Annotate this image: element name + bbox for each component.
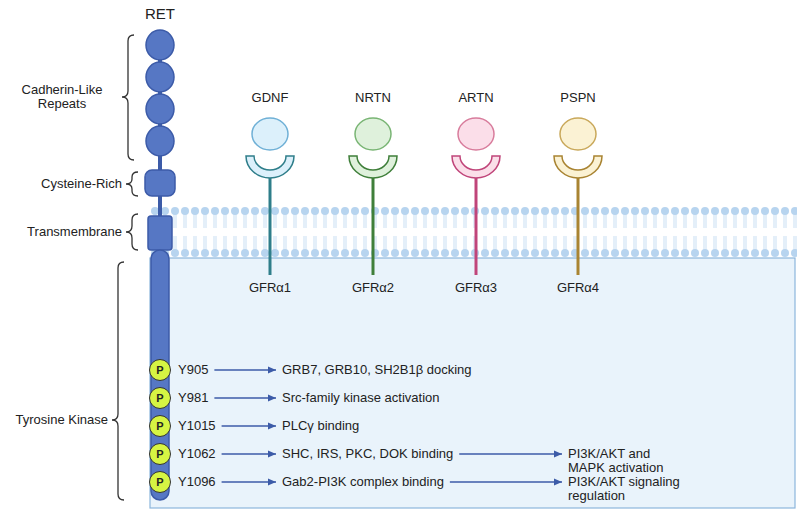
- coreceptor: GFRα3: [436, 150, 516, 300]
- phospho-site: P: [149, 387, 171, 409]
- coreceptor: GFRα1: [230, 150, 310, 300]
- domain-label: Tyrosine Kinase: [16, 413, 109, 427]
- residue-label: Y1096: [178, 475, 216, 489]
- effector-label: PLCγ binding: [282, 419, 359, 433]
- node-text: PSPN: [538, 90, 618, 106]
- residue-label: Y1015: [178, 419, 216, 433]
- ligand-circle: ARTN: [436, 90, 516, 152]
- residue-label: Y981: [178, 391, 208, 405]
- effector-label: Gab2-PI3K complex binding: [282, 475, 444, 489]
- domain-bracket: [112, 35, 138, 500]
- node-text: P: [156, 477, 163, 488]
- coreceptor-shape: [333, 150, 413, 278]
- node-text: GFRα2: [333, 280, 413, 296]
- pointer-arrow: [450, 481, 562, 482]
- pointer-arrow: [214, 397, 276, 398]
- domain-label: Transmembrane: [27, 225, 122, 239]
- coreceptor-shape: [230, 150, 310, 278]
- domain-label: Cadherin-Like Repeats: [7, 83, 117, 111]
- node-text: P: [156, 421, 163, 432]
- residue-label: Y1062: [178, 447, 216, 461]
- node-text: GFRα3: [436, 280, 516, 296]
- ligand-shape: [436, 116, 516, 152]
- pointer-arrow: [459, 453, 562, 454]
- residue-label: Y905: [178, 363, 208, 377]
- pointer-arrow: [214, 369, 276, 370]
- node-text: GFRα4: [538, 280, 618, 296]
- ligand-circle: NRTN: [333, 90, 413, 152]
- ret-receptor: [145, 30, 175, 500]
- ligand-shape: [538, 116, 618, 152]
- title-label: RET: [145, 5, 175, 22]
- node-text: NRTN: [333, 90, 413, 106]
- phospho-site: P: [149, 471, 171, 493]
- effector-label: Src-family kinase activation: [282, 391, 440, 405]
- cytoplasm-region: [150, 258, 795, 508]
- pathway-label: PI3K/AKT and MAPK activation: [568, 447, 683, 475]
- pointer-arrow: [222, 481, 276, 482]
- node-text: GDNF: [230, 90, 310, 106]
- ligand-shape: [333, 116, 413, 152]
- phospho-site: P: [149, 415, 171, 437]
- coreceptor: GFRα4: [538, 150, 618, 300]
- node-text: P: [156, 365, 163, 376]
- coreceptor-shape: [436, 150, 516, 278]
- node-text: ARTN: [436, 90, 516, 106]
- coreceptor: GFRα2: [333, 150, 413, 300]
- effector-label: GRB7, GRB10, SH2B1β docking: [282, 363, 472, 377]
- ligand-shape: [230, 116, 310, 152]
- pointer-arrow: [222, 425, 276, 426]
- phospho-site: P: [149, 359, 171, 381]
- node-text: P: [156, 449, 163, 460]
- node-text: GFRα1: [230, 280, 310, 296]
- domain-label: Cysteine-Rich: [41, 177, 122, 191]
- phospho-site: P: [149, 443, 171, 465]
- cell-membrane: [150, 206, 797, 258]
- ligand-circle: GDNF: [230, 90, 310, 152]
- pointer-arrow: [222, 453, 276, 454]
- coreceptor-shape: [538, 150, 618, 278]
- node-text: P: [156, 393, 163, 404]
- ligand-circle: PSPN: [538, 90, 618, 152]
- pathway-label: PI3K/AKT signaling regulation: [568, 475, 698, 503]
- effector-label: SHC, IRS, PKC, DOK binding: [282, 447, 453, 461]
